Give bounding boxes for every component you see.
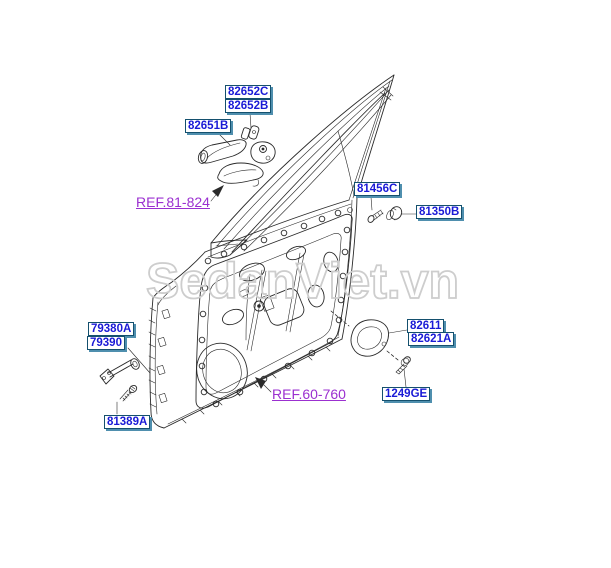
ref-link-60-760[interactable]: REF.60-760 — [272, 386, 346, 402]
screw-81456C-drawing — [367, 209, 384, 223]
handle-gasket-drawing — [217, 162, 264, 187]
part-label-79390[interactable]: 79390 — [87, 336, 125, 350]
inner-panel-drawing — [195, 207, 353, 409]
ref-link-81-824[interactable]: REF.81-824 — [136, 194, 210, 210]
leader-lines — [116, 112, 417, 415]
screw-1249GE-drawing — [395, 356, 411, 375]
door-panel-drawing — [148, 196, 358, 429]
bolt-holes — [198, 209, 351, 408]
door-checker-drawing — [99, 358, 140, 385]
part-label-82651B[interactable]: 82651B — [185, 119, 232, 133]
handle-base-drawing — [250, 141, 276, 164]
part-label-82652C[interactable]: 82652C — [225, 85, 272, 99]
checker-bolt-drawing — [119, 384, 138, 402]
handle-cap-drawing — [240, 125, 260, 140]
inner-handle-housing-drawing — [330, 310, 399, 361]
part-label-82652B[interactable]: 82652B — [225, 99, 272, 113]
part-label-79380A[interactable]: 79380A — [88, 322, 135, 336]
part-label-1249GE[interactable]: 1249GE — [382, 387, 431, 401]
part-label-81456C[interactable]: 81456C — [354, 182, 401, 196]
part-label-81389A[interactable]: 81389A — [104, 415, 151, 429]
speaker-hole — [196, 342, 248, 400]
exterior-handle-drawing — [197, 139, 247, 164]
grommet-81350B-drawing — [386, 206, 403, 221]
part-label-82621A[interactable]: 82621A — [408, 332, 455, 346]
window-frame-drawing — [210, 74, 395, 253]
part-label-81350B[interactable]: 81350B — [416, 205, 463, 219]
part-label-82611[interactable]: 82611 — [407, 319, 445, 333]
